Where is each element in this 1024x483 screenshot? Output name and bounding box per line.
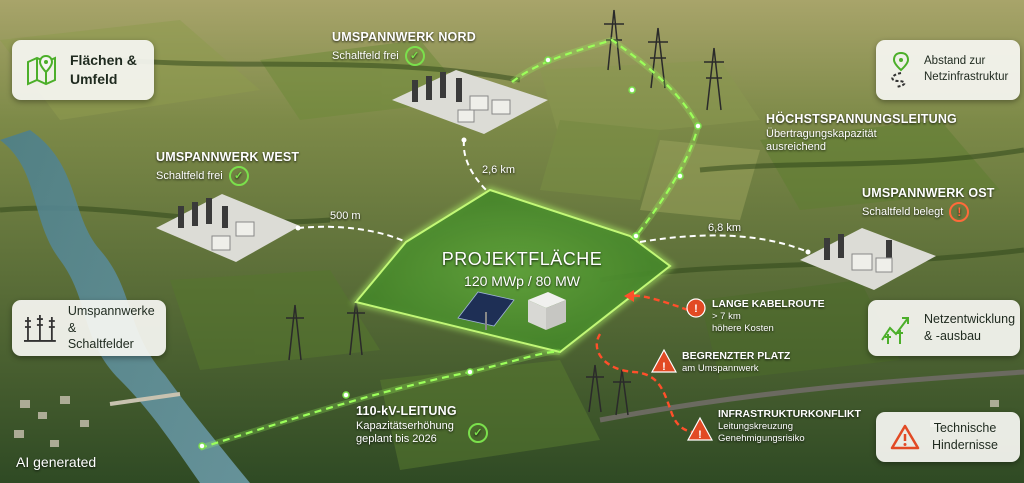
project-label: PROJEKTFLÄCHE 120 MWp / 80 MW (432, 248, 612, 290)
substation-west-status: Schaltfeld frei (156, 169, 223, 182)
route-lines-green (199, 38, 700, 450)
legend-netzentwicklung-line1: Netzentwicklung (924, 312, 1016, 327)
kv110-line-label: 110-kV-LEITUNG Kapazitätserhöhung geplan… (356, 404, 488, 447)
substation-nord-label: UMSPANNWERK NORD Schaltfeld frei ✓ (332, 30, 476, 66)
hv-line-label: HÖCHSTSPANNUNGSLEITUNG Übertragungskapaz… (766, 112, 957, 155)
arrowhead-red (624, 290, 634, 302)
field-patches (0, 20, 1000, 470)
obstacle-desc-1: am Umspannwerk (682, 363, 759, 375)
legend-card-flaechen: Flächen & Umfeld (12, 40, 154, 100)
check-icon: ✓ (228, 165, 249, 186)
obstacle-cable-route: LANGE KABELROUTE > 7 km höhere Kosten (712, 298, 825, 335)
substation-west-name: UMSPANNWERK WEST (156, 150, 300, 164)
substation-ost-label: UMSPANNWERK OST Schaltfeld belegt! (862, 186, 995, 222)
project-capacity: 120 MWp / 80 MW (464, 272, 580, 289)
route-pin-icon (891, 51, 910, 88)
hv-line-desc-2: ausreichend (766, 141, 826, 154)
grid-growth-icon (881, 317, 909, 344)
warning-icon (890, 424, 920, 450)
legend-umspannwerke-line1: Umspannwerke & (67, 303, 155, 335)
obstacle-desc-2: Genehmigungsrisiko (718, 433, 805, 444)
map-pin-icon (27, 54, 56, 86)
substation-icon (23, 315, 56, 342)
obstacle-desc-1: Leitungskreuzung (718, 421, 793, 433)
legend-flaechen-line2: Umfeld (70, 71, 118, 87)
obstacle-title: INFRASTRUKTURKONFLIKT (718, 408, 861, 420)
check-icon: ✓ (404, 45, 425, 66)
inverter-box-graphic (528, 292, 566, 330)
substation-west-graphic (156, 194, 300, 262)
hv-line-name: HÖCHSTSPANNUNGSLEITUNG (766, 112, 957, 126)
kv110-line-desc-2: geplant bis 2026 (356, 433, 437, 446)
legend-flaechen-line1: Flächen & (70, 52, 137, 69)
bridge (109, 392, 181, 406)
legend-umspannwerke-line2: Schaltfelder (67, 337, 134, 352)
legend-card-umspannwerke: Umspannwerke & Schaltfelder (12, 300, 166, 356)
distance-nord: 2,6 km (482, 164, 516, 176)
legend-card-abstand: Abstand zur Netzinfrastruktur (876, 40, 1020, 100)
obstacle-infrastructure-conflict: INFRASTRUKTURKONFLIKT Leitungskreuzung G… (718, 408, 861, 445)
road (599, 369, 1024, 423)
obstacle-title: LANGE KABELROUTE (712, 298, 825, 310)
hv-line-desc-1: Übertragungskapazität (766, 127, 877, 140)
kv110-line-name: 110-kV-LEITUNG (356, 404, 457, 418)
legend-hindernisse-line2: Hindernisse (932, 438, 999, 452)
legend-hindernisse-line1: Technische (933, 421, 997, 436)
route-nodes (198, 56, 702, 450)
legend-netzentwicklung-line2: & -ausbau (924, 329, 981, 343)
connection-lines-white (297, 139, 809, 253)
legend-card-netzentwicklung: Netzentwicklung & -ausbau (868, 300, 1020, 356)
substation-nord-graphic (392, 70, 548, 134)
kv110-line-desc-1: Kapazitätserhöhung (356, 419, 454, 432)
pylons (286, 9, 724, 416)
route-lines-green-glow (199, 36, 702, 451)
project-area (354, 188, 672, 354)
obstacle-limited-space: BEGRENZTER PLATZ am Umspannwerk (682, 350, 790, 375)
substation-ost-graphic (800, 228, 936, 290)
obstacle-desc-2: höhere Kosten (712, 323, 774, 334)
legend-card-hindernisse: Technische Hindernisse (876, 412, 1020, 462)
svg-text:!: ! (698, 429, 702, 441)
ai-generated-label: AI generated (16, 454, 97, 470)
legend-abstand-line2: Netzinfrastruktur (924, 71, 1009, 83)
distance-west: 500 m (330, 210, 361, 222)
svg-text:!: ! (694, 303, 698, 315)
legend-abstand-line1: Abstand zur (924, 55, 986, 68)
substation-nord-name: UMSPANNWERK NORD (332, 30, 476, 44)
substation-nord-status: Schaltfeld frei (332, 49, 399, 62)
substation-ost-status: Schaltfeld belegt (862, 205, 944, 218)
warning-markers: ! ! ! (650, 298, 714, 441)
substation-ost-name: UMSPANNWERK OST (862, 186, 995, 200)
substation-west-label: UMSPANNWERK WEST Schaltfeld frei ✓ (156, 150, 299, 186)
route-lines-red (595, 294, 693, 434)
obstacle-desc-1: > 7 km (712, 311, 741, 323)
check-icon: ✓ (467, 423, 488, 444)
project-title: PROJEKTFLÄCHE (441, 249, 603, 269)
distance-ost: 6,8 km (708, 222, 742, 234)
solar-panel-graphic (457, 291, 515, 330)
obstacle-title: BEGRENZTER PLATZ (682, 350, 791, 362)
svg-text:!: ! (662, 361, 666, 373)
warning-icon: ! (949, 201, 970, 222)
